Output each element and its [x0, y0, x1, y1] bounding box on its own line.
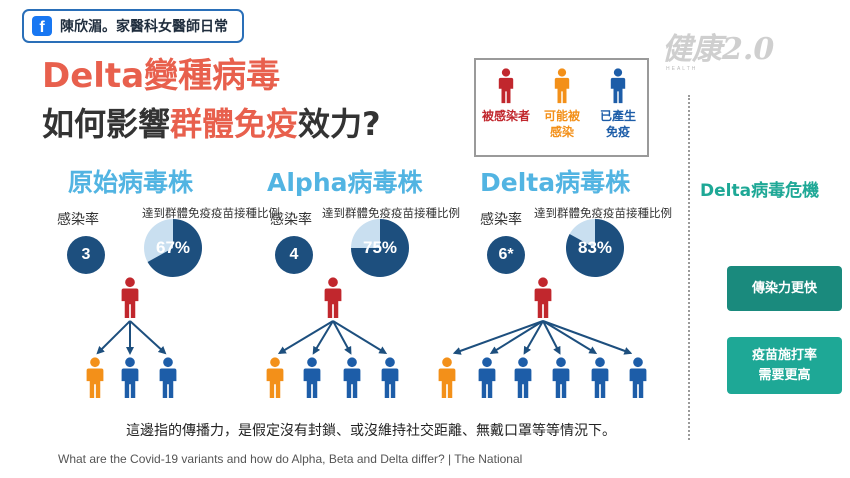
infected-person-2 — [534, 277, 552, 318]
vax-pie-original — [144, 219, 202, 277]
spread-arrow-2-2 — [523, 320, 544, 355]
spread-arrow-2-3 — [542, 320, 561, 355]
facebook-icon: f — [32, 16, 52, 36]
title-suffix: 效力? — [298, 105, 381, 143]
title-highlight-2: 群體免疫 — [170, 105, 299, 143]
column-title-original: 原始病毒株 — [68, 168, 194, 197]
immune-person-2-1 — [478, 357, 496, 398]
at-risk-person-2-0 — [438, 357, 456, 398]
section-divider — [688, 95, 690, 440]
spread-arrow-2-0 — [452, 320, 544, 355]
pie-slice-1 — [351, 219, 409, 277]
vax-label-alpha: 達到群體免疫疫苗接種比例 — [322, 206, 460, 220]
pie-slice-2 — [566, 219, 624, 277]
logo-text: 健康2.0 — [662, 32, 775, 67]
vax-pie-delta — [566, 219, 624, 277]
immune-person-0-2 — [159, 357, 177, 398]
legend-item-immune: 已產生 免疫 — [590, 68, 646, 140]
column-title-alpha: Alpha病毒株 — [267, 168, 423, 197]
person-icon-infected — [498, 68, 514, 104]
author-name: 陳欣湄。家醫科女醫師日常 — [60, 19, 228, 35]
vax-label-delta: 達到群體免疫疫苗接種比例 — [534, 206, 672, 220]
spread-arrow-1-2 — [332, 320, 352, 355]
legend-item-infected: 被感染者 — [478, 68, 534, 124]
rate-value-original: 3 — [67, 236, 105, 274]
brand-logo: 健康2.0 HEALTH — [662, 24, 830, 72]
faster-transmission-badge: 傳染力更快 — [727, 266, 842, 311]
spread-arrow-2-4 — [542, 320, 598, 355]
legend-label-at-risk: 可能被 感染 — [543, 109, 580, 139]
at-risk-person-0-0 — [86, 357, 104, 398]
pie-slice-0 — [147, 219, 202, 277]
title-line-1: Delta變種病毒 — [42, 56, 280, 96]
legend-person-0 — [498, 68, 514, 104]
spread-arrow-1-0 — [277, 320, 334, 355]
spread-arrow-2-1 — [489, 320, 544, 355]
legend-label-infected: 被感染者 — [481, 109, 530, 123]
person-icon-immune — [610, 68, 626, 104]
immune-person-1-1 — [303, 357, 321, 398]
legend-label-immune: 已產生 免疫 — [599, 109, 636, 139]
vax-percent-original: 67% — [155, 238, 191, 257]
spread-arrow-1-3 — [332, 320, 388, 355]
immune-person-2-2 — [514, 357, 532, 398]
spread-arrow-0-2 — [129, 320, 167, 355]
sidebar-title: Delta病毒危機 — [700, 181, 820, 201]
legend: 被感染者 可能被 感染 已產生 免疫 — [474, 58, 649, 157]
title-line-2: 如何影響群體免疫效力? — [42, 104, 381, 144]
legend-person-1 — [554, 68, 570, 104]
transmission-trees — [86, 277, 647, 398]
rate-value-alpha: 4 — [275, 236, 313, 274]
logo-subtext: HEALTH — [666, 66, 698, 72]
rate-value-delta: 6* — [487, 236, 525, 274]
immune-person-1-2 — [343, 357, 361, 398]
title-prefix: 如何影響 — [42, 105, 171, 143]
legend-item-at-risk: 可能被 感染 — [534, 68, 590, 140]
immune-person-2-3 — [552, 357, 570, 398]
rate-label-alpha: 感染率 — [270, 212, 312, 228]
vax-percent-alpha: 75% — [362, 238, 398, 257]
at-risk-person-1-0 — [266, 357, 284, 398]
infected-person-0 — [121, 277, 139, 318]
rate-label-original: 感染率 — [57, 212, 99, 228]
spread-arrow-1-1 — [312, 320, 334, 355]
vax-label-original: 達到群體免疫疫苗接種比例 — [142, 206, 280, 220]
immune-person-2-4 — [591, 357, 609, 398]
person-icon-at-risk — [554, 68, 570, 104]
transmission-tree-0 — [86, 277, 177, 398]
source-citation: What are the Covid-19 variants and how d… — [58, 452, 523, 466]
higher-vaccination-badge: 疫苗施打率 需要更高 — [727, 337, 842, 394]
transmission-tree-1 — [266, 277, 399, 398]
vax-percent-delta: 83% — [577, 238, 613, 257]
footnote: 這邊指的傳播力，是假定沒有封鎖、或沒維持社交距離、無戴口罩等等情況下。 — [126, 423, 616, 439]
transmission-tree-2 — [438, 277, 647, 398]
column-title-delta: Delta病毒株 — [480, 168, 631, 197]
immune-person-2-5 — [629, 357, 647, 398]
legend-person-2 — [610, 68, 626, 104]
immune-person-1-3 — [381, 357, 399, 398]
vax-pie-alpha — [351, 219, 409, 277]
rate-label-delta: 感染率 — [480, 212, 522, 228]
spread-arrow-2-5 — [542, 320, 633, 355]
spread-arrow-0-0 — [96, 320, 131, 355]
infected-person-1 — [324, 277, 342, 318]
immune-person-0-1 — [121, 357, 139, 398]
author-badge: f 陳欣湄。家醫科女醫師日常 — [22, 9, 244, 43]
title-highlight-1: Delta變種病毒 — [42, 56, 281, 96]
